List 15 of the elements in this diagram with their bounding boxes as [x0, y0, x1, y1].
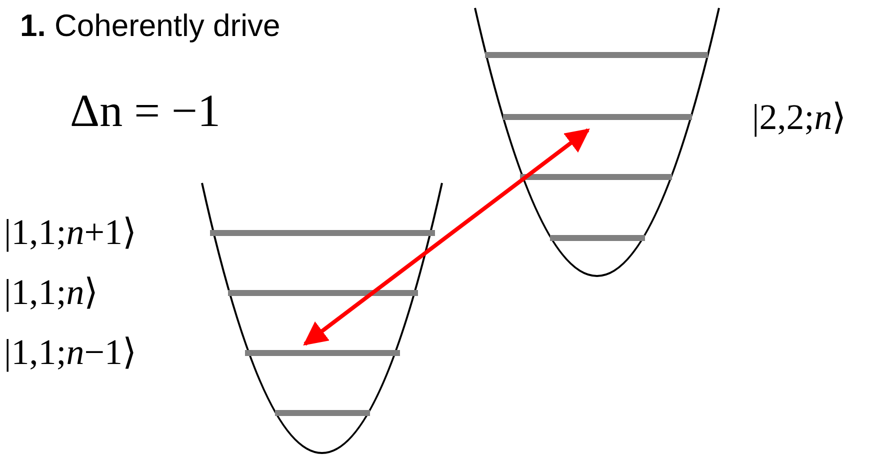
energy-level — [245, 350, 400, 356]
energy-level — [503, 114, 692, 120]
energy-level — [520, 174, 672, 180]
state-label: |1,1;n−1⟩ — [4, 331, 137, 374]
double-arrow — [303, 128, 590, 346]
state-label: |1,1;n+1⟩ — [4, 211, 137, 254]
state-label: |1,1;n⟩ — [4, 271, 98, 314]
energy-level — [228, 290, 418, 296]
step-heading: 1. Coherently drive — [20, 8, 280, 44]
energy-level — [550, 235, 645, 241]
energy-level — [485, 52, 708, 58]
energy-level — [210, 230, 435, 236]
energy-level — [275, 410, 370, 416]
state-label: |2,2;n⟩ — [752, 96, 846, 139]
equation: Δn = −1 — [70, 84, 220, 137]
